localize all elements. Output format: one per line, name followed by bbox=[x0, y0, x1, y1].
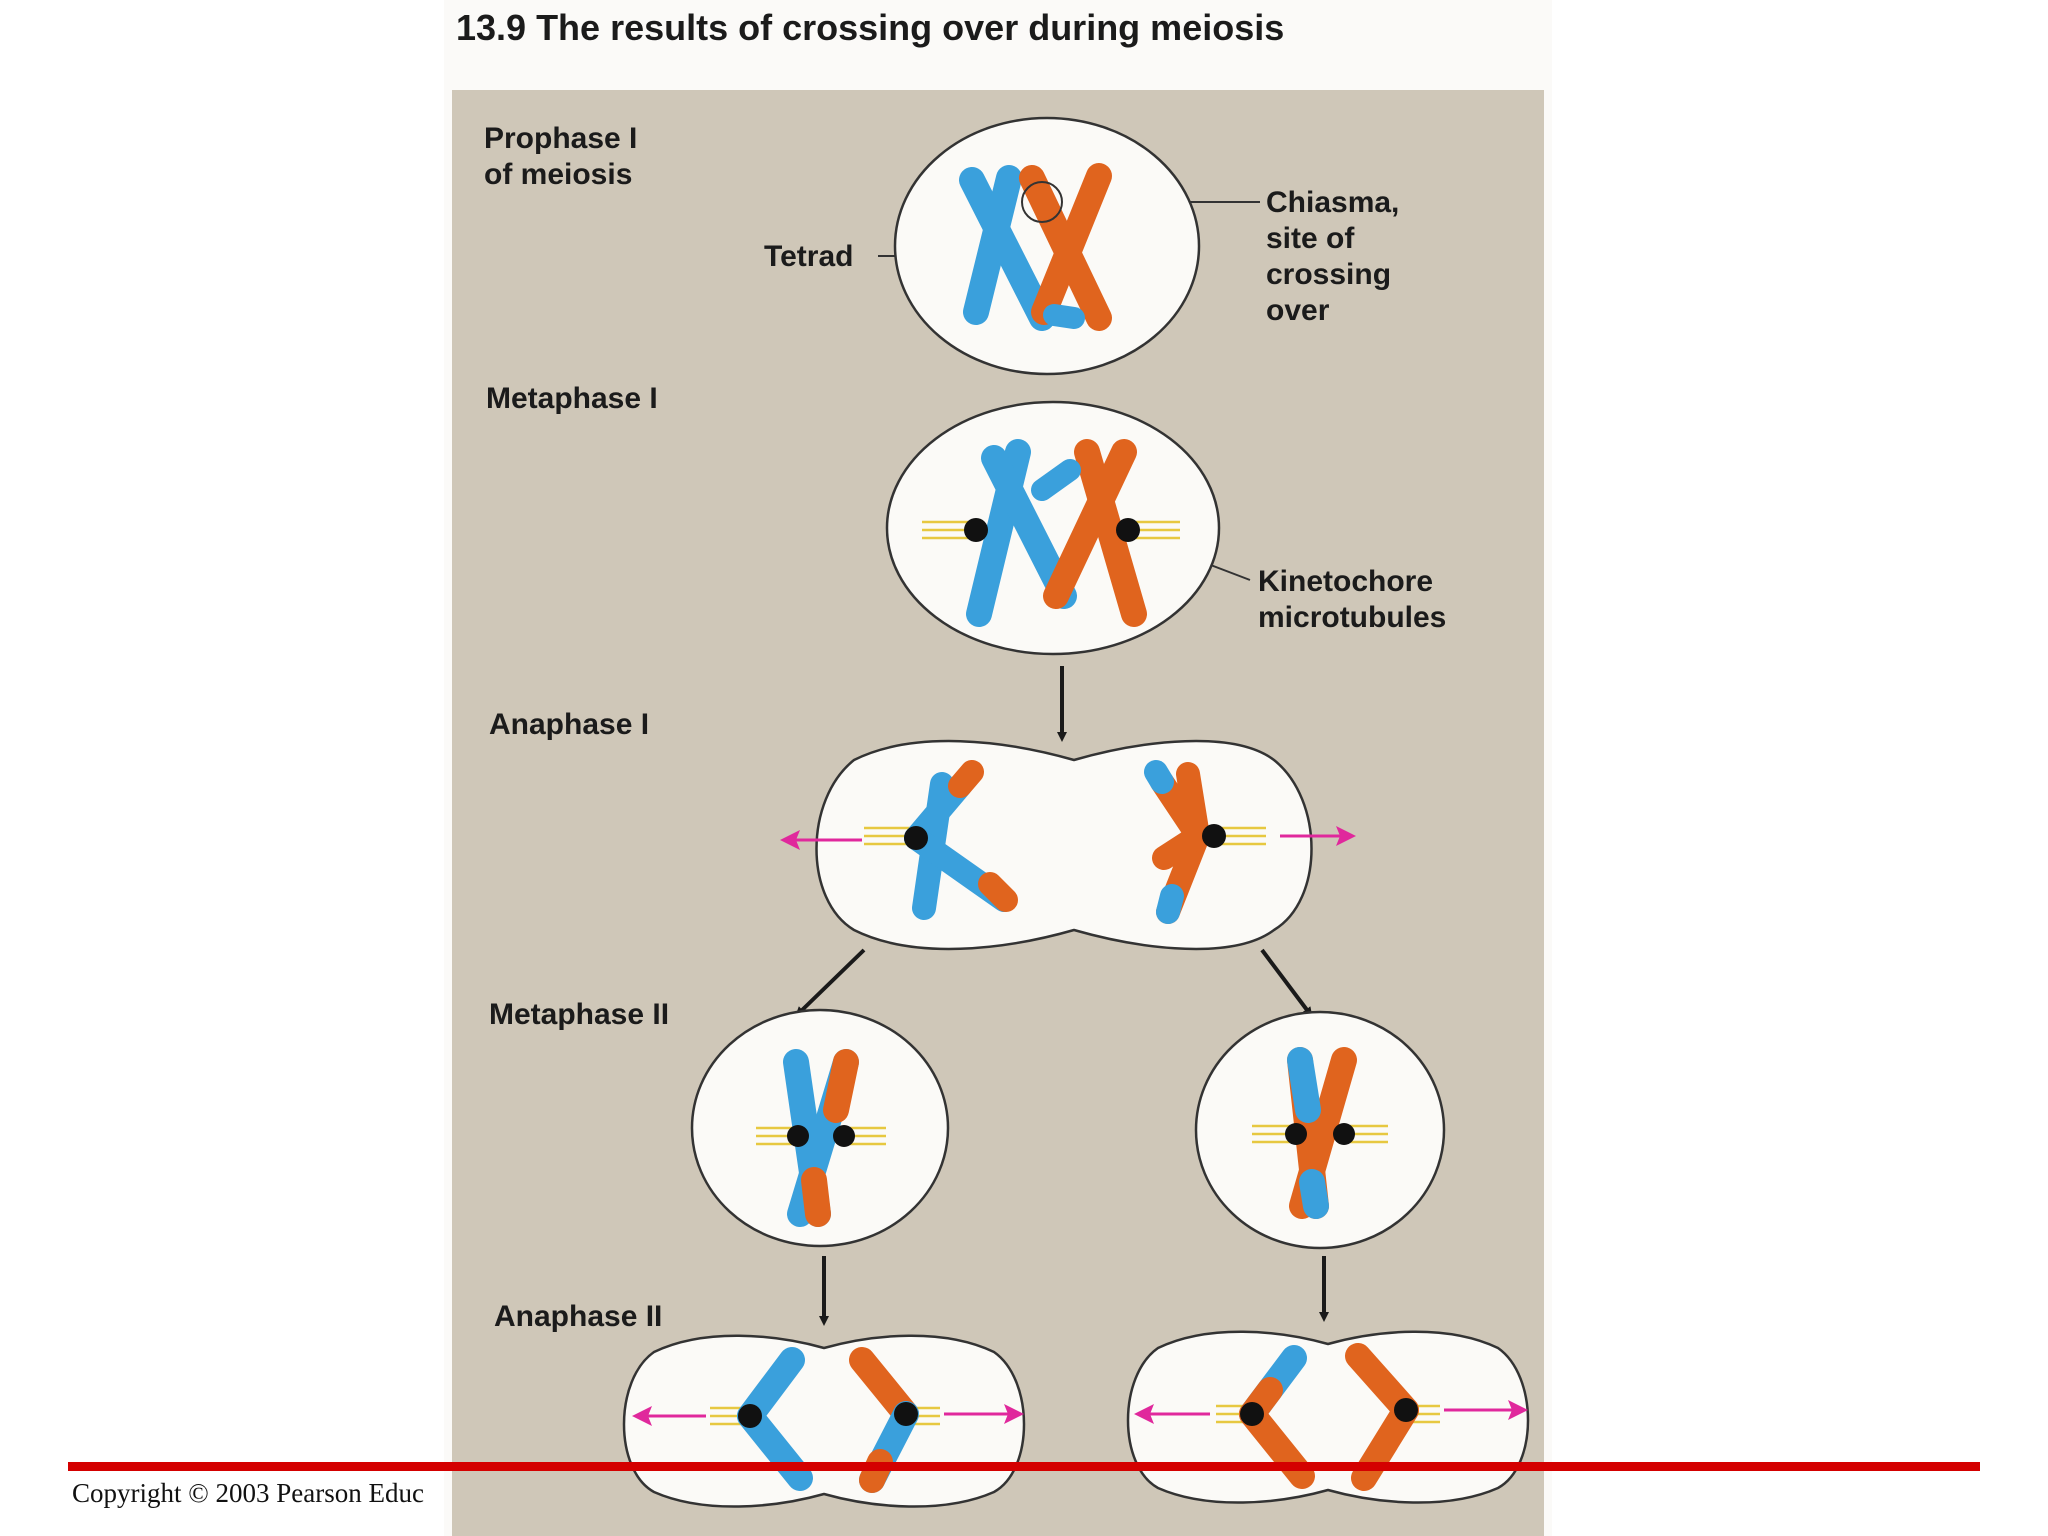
label-chiasma-line2: site of bbox=[1266, 222, 1355, 255]
anaphase-2-left-cell bbox=[622, 1334, 1026, 1508]
arrow-to-metaphase-2-right bbox=[1260, 948, 1313, 1018]
label-kinetochore-line2: microtubules bbox=[1258, 601, 1446, 634]
arrow-to-metaphase-2-left bbox=[795, 948, 866, 1017]
label-metaphase-2: Metaphase II bbox=[489, 998, 669, 1031]
label-anaphase-1: Anaphase I bbox=[489, 708, 649, 741]
label-chiasma-line4: over bbox=[1266, 294, 1330, 327]
copyright-notice: Copyright © 2003 Pearson Educ bbox=[72, 1478, 424, 1508]
label-prophase-1-line2: of meiosis bbox=[484, 158, 632, 191]
metaphase-2-left-cell bbox=[690, 1008, 950, 1248]
label-chiasma-line3: crossing bbox=[1266, 258, 1391, 291]
anaphase-2-right-cell bbox=[1126, 1330, 1530, 1504]
label-metaphase-1: Metaphase I bbox=[486, 382, 658, 415]
figure-title: 13.9 The results of crossing over during… bbox=[456, 7, 1284, 48]
textbook-figure: 13.9 The results of crossing over during… bbox=[444, 0, 1552, 1536]
crossing-over-diagram: 13.9 The results of crossing over during… bbox=[452, 7, 1544, 1536]
footer-rule bbox=[68, 1462, 1980, 1471]
label-tetrad: Tetrad bbox=[764, 240, 853, 273]
metaphase-2-right-cell bbox=[1194, 1010, 1446, 1250]
label-kinetochore-line1: Kinetochore bbox=[1258, 565, 1433, 598]
label-anaphase-2: Anaphase II bbox=[494, 1300, 662, 1333]
prophase-1-cell bbox=[893, 116, 1201, 376]
label-prophase-1-line1: Prophase I bbox=[484, 122, 637, 155]
label-chiasma-line1: Chiasma, bbox=[1266, 186, 1399, 219]
metaphase-1-cell bbox=[885, 400, 1221, 656]
anaphase-1-cell bbox=[780, 739, 1356, 951]
